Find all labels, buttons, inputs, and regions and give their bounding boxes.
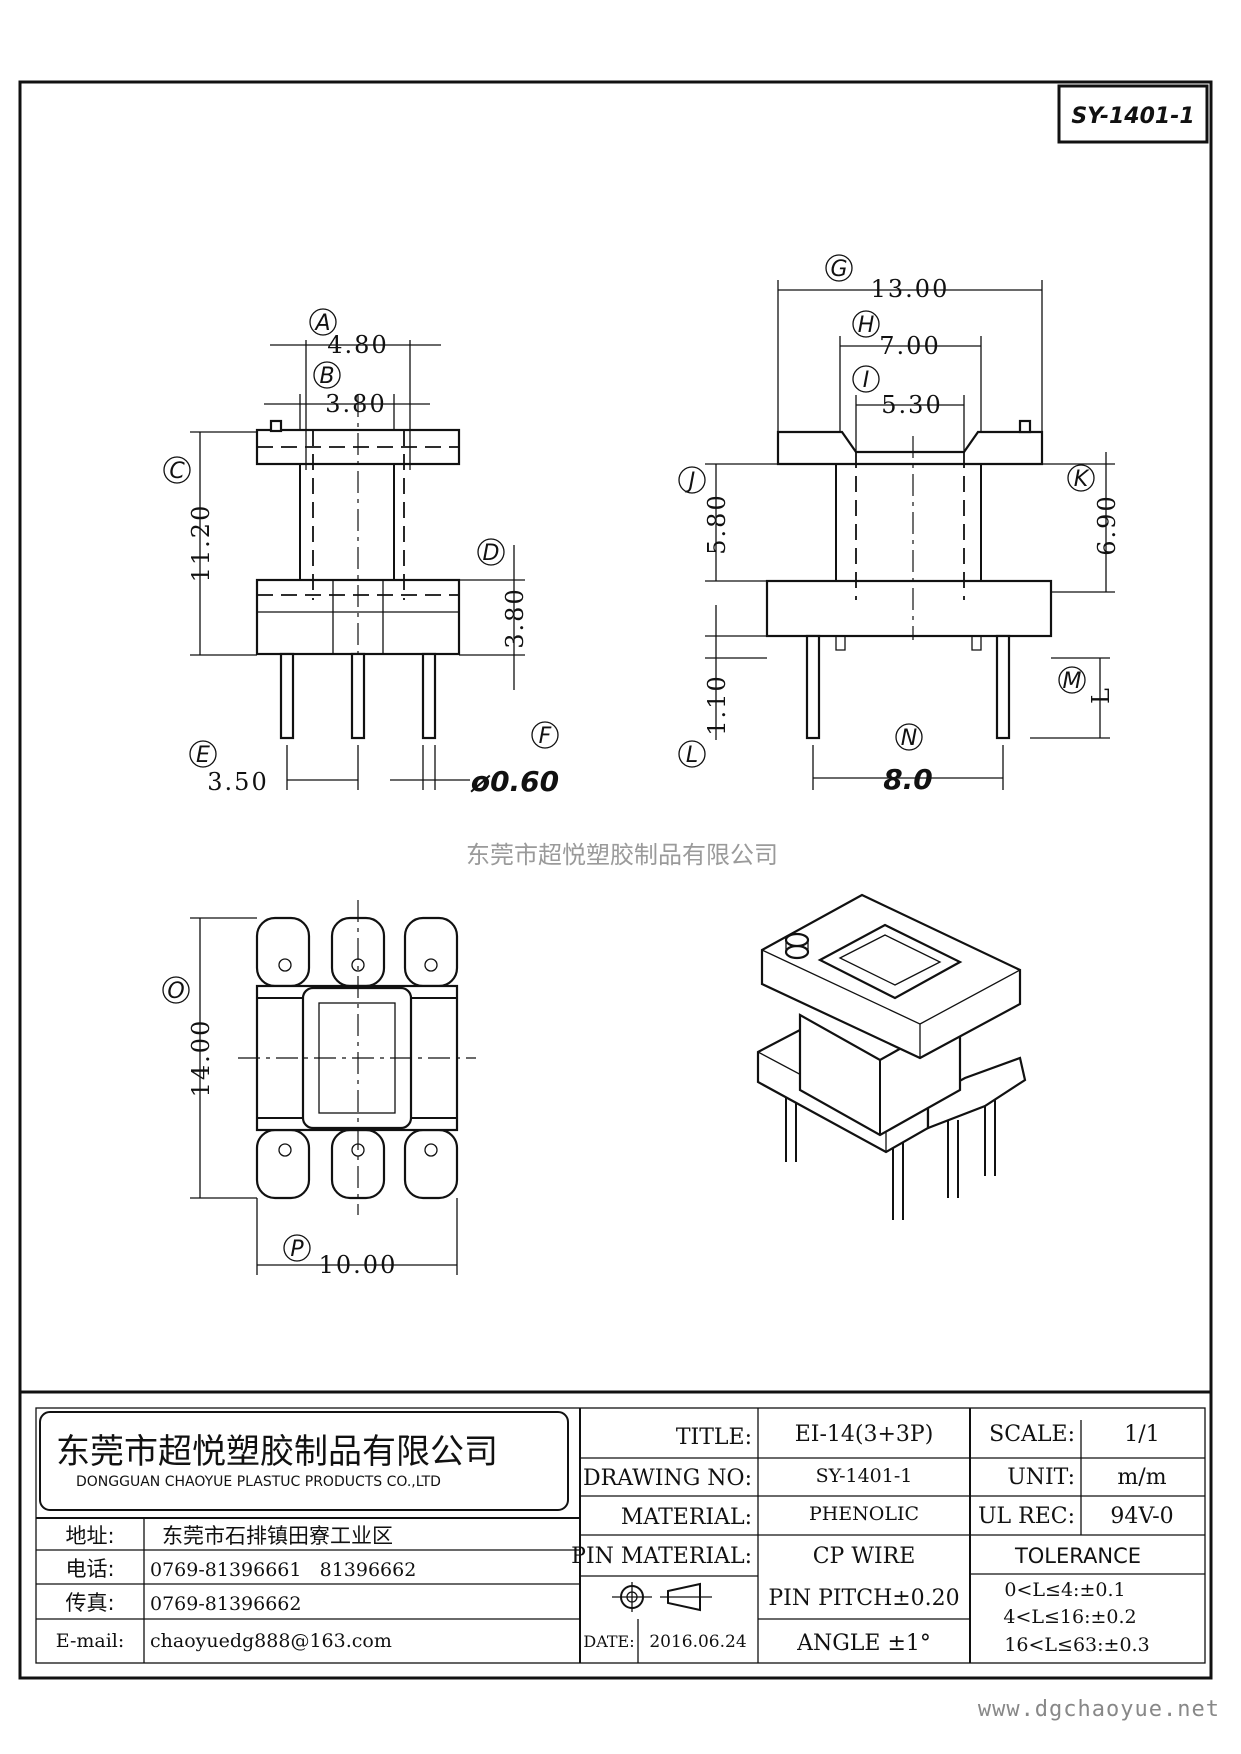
- dim-b-value: 3.80: [325, 390, 386, 418]
- dim-o-value: 14.00: [187, 1019, 215, 1098]
- fax-value: 0769-81396662: [150, 1593, 301, 1615]
- label-f: F: [539, 724, 552, 749]
- side-top-flange: [776, 430, 1044, 466]
- front-view: 4.80 3.80 11.20 3.80 3.50 ø0.60 A B C D …: [163, 308, 559, 798]
- scale-value: 1/1: [1124, 1422, 1159, 1447]
- dim-d-value: 3.80: [501, 587, 529, 648]
- label-n: N: [901, 726, 917, 751]
- pin-material-value: CP WIRE: [813, 1544, 916, 1569]
- address-value: 东莞市石排镇田寮工业区: [162, 1524, 393, 1548]
- unit-value: m/m: [1117, 1465, 1166, 1490]
- dim-m-value: L: [1087, 686, 1115, 704]
- tolerance-label: TOLERANCE: [1014, 1544, 1141, 1568]
- projection-symbol-icon: [612, 1582, 712, 1612]
- phone-label: 电话:: [65, 1557, 114, 1581]
- label-c: C: [169, 459, 185, 484]
- fax-label: 传真:: [65, 1591, 114, 1615]
- dim-i-value: 5.30: [881, 391, 942, 419]
- drawing-no-value: SY-1401-1: [816, 1465, 913, 1487]
- label-e: E: [196, 743, 210, 768]
- dim-f-value: ø0.60: [470, 765, 559, 798]
- dim-p-value: 10.00: [319, 1251, 398, 1279]
- phone-value: 0769-81396661 81396662: [150, 1559, 416, 1581]
- scale-label: SCALE:: [989, 1422, 1075, 1447]
- side-pin-2: [995, 634, 1011, 740]
- pin-material-label: PIN MATERIAL:: [571, 1544, 752, 1569]
- website-url: www.dgchaoyue.net: [978, 1697, 1220, 1722]
- front-pin-1: [279, 652, 295, 740]
- angle-value: ANGLE ±1°: [796, 1631, 931, 1656]
- ul-rec-value: 94V-0: [1110, 1504, 1173, 1529]
- label-o: O: [167, 979, 184, 1004]
- material-label: MATERIAL:: [621, 1505, 752, 1530]
- ul-rec-label: UL REC:: [978, 1504, 1075, 1529]
- label-h: H: [858, 313, 875, 338]
- dim-k-value: 6.90: [1093, 494, 1121, 555]
- label-p: P: [290, 1237, 304, 1262]
- code-box: [1057, 84, 1209, 144]
- dim-g-value: 13.00: [871, 275, 950, 303]
- date-value: 2016.06.24: [649, 1632, 746, 1652]
- company-name-cn: 东莞市超悦塑胶制品有限公司: [56, 1432, 498, 1472]
- tolerance-3: 16<L≤63:±0.3: [1004, 1634, 1149, 1656]
- bottom-view: 14.00 10.00 O P: [162, 900, 476, 1279]
- drawing-code: SY-1401-1: [1071, 104, 1194, 129]
- title-label: TITLE:: [676, 1425, 752, 1450]
- title-block: 东莞市超悦塑胶制品有限公司 DONGGUAN CHAOYUE PLASTUC P…: [18, 1390, 1213, 1680]
- drawing-no-label: DRAWING NO:: [583, 1466, 752, 1491]
- pin-pitch-value: PIN PITCH±0.20: [768, 1586, 959, 1611]
- front-top-nub: [269, 419, 283, 433]
- dim-c-value: 11.20: [187, 504, 215, 583]
- tolerance-2: 4<L≤16:±0.2: [1003, 1606, 1136, 1628]
- email-value: chaoyuedg888@163.com: [150, 1630, 392, 1652]
- dim-n-value: 8.0: [883, 763, 933, 796]
- dim-h-value: 7.00: [879, 332, 940, 360]
- side-pin-1: [805, 634, 821, 740]
- title-value: EI-14(3+3P): [795, 1422, 934, 1447]
- label-k: K: [1074, 467, 1090, 492]
- front-pin-2: [350, 652, 366, 740]
- dim-a-value: 4.80: [327, 331, 388, 359]
- label-m: M: [1063, 669, 1082, 694]
- label-i: I: [863, 368, 870, 393]
- label-d: D: [483, 541, 500, 566]
- company-name-en: DONGGUAN CHAOYUE PLASTUC PRODUCTS CO.,LT…: [76, 1474, 441, 1490]
- side-view: 13.00 7.00 5.30 5.80 6.90 1.10 L: [678, 254, 1121, 796]
- label-l: L: [686, 743, 698, 768]
- label-g: G: [830, 257, 847, 282]
- side-base: [765, 579, 1053, 638]
- isometric-view: [756, 893, 1027, 1220]
- watermark-company: 东莞市超悦塑胶制品有限公司: [466, 841, 778, 869]
- date-label: DATE:: [583, 1632, 634, 1651]
- dim-j-value: 5.80: [703, 493, 731, 554]
- label-a: A: [313, 311, 330, 336]
- dim-l-value: 1.10: [703, 674, 731, 735]
- label-j: J: [685, 469, 696, 494]
- email-label: E-mail:: [56, 1630, 125, 1652]
- label-b: B: [319, 364, 334, 389]
- front-pin-3: [421, 652, 437, 740]
- tolerance-1: 0<L≤4:±0.1: [1004, 1579, 1125, 1601]
- unit-label: UNIT:: [1007, 1465, 1075, 1490]
- material-value: PHENOLIC: [809, 1503, 919, 1525]
- address-label: 地址:: [65, 1524, 114, 1548]
- dim-e-value: 3.50: [207, 768, 268, 796]
